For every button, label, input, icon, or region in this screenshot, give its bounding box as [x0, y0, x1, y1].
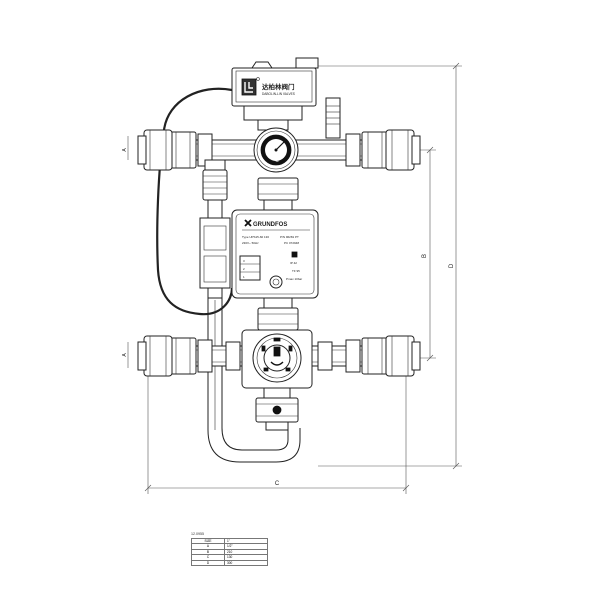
pump-type-line: Type UPS15-60 130: [242, 235, 269, 239]
actuator-cable: [156, 87, 234, 316]
pump-speed-row-2: 2: [243, 267, 245, 271]
table-cell-value: 300: [224, 559, 268, 566]
table-row: D 300: [191, 559, 268, 566]
spec-table-caption: 12.0955: [191, 532, 204, 536]
pump-voltage-line: 230V~ 50Hz: [242, 241, 259, 245]
port-top-right: [361, 129, 421, 171]
pump-tf-line: TF 95: [292, 269, 300, 273]
pump-brand: GRUNDFOS: [253, 222, 287, 228]
port-top-left: [137, 129, 197, 171]
mixing-valve-body: [241, 329, 313, 389]
pump-pn-line: P/N 96281 PT: [280, 235, 299, 239]
grundfos-logo-icon: [244, 219, 252, 227]
dim-label-a-top: A: [122, 148, 128, 152]
dim-label-b: B: [422, 254, 428, 258]
dim-label-c: C: [275, 481, 280, 487]
pump-union-top: [257, 177, 299, 211]
mixing-valve-lower-union: [255, 387, 299, 431]
table-cell-key: D: [191, 559, 225, 566]
thermometer-unit: °C: [273, 158, 279, 164]
valve-brand-name-en: DABOLIN-LIN VALVES: [262, 92, 295, 96]
valve-brand-name-cn: 达柏林阀门: [262, 82, 295, 91]
dimension-texts: A A B C D: [122, 148, 455, 487]
pump-pmax-line: Pmax 10bar: [286, 277, 302, 281]
dim-label-a-bottom: A: [122, 353, 128, 357]
port-bottom-right: [361, 335, 421, 377]
pump-body: [231, 209, 319, 299]
spec-table: SIZE 1" A 1/2" B 210 C 130 D 300: [191, 537, 268, 566]
pump-union-bottom: [257, 297, 299, 331]
thermometer-gauge: °C: [253, 127, 299, 173]
pump-class-line: PC 072948: [284, 241, 299, 245]
zone-valve-actuator: [231, 57, 341, 139]
port-bottom-left: [137, 335, 197, 377]
valve-brand-logo: [241, 77, 260, 96]
left-riser-pipe: [199, 159, 231, 299]
dim-label-d: D: [449, 263, 455, 268]
pump-speed-row-3: 3: [243, 259, 245, 263]
pump-speed-row-1: 1: [243, 275, 245, 279]
pump-ip-line: IP 42: [290, 261, 297, 265]
